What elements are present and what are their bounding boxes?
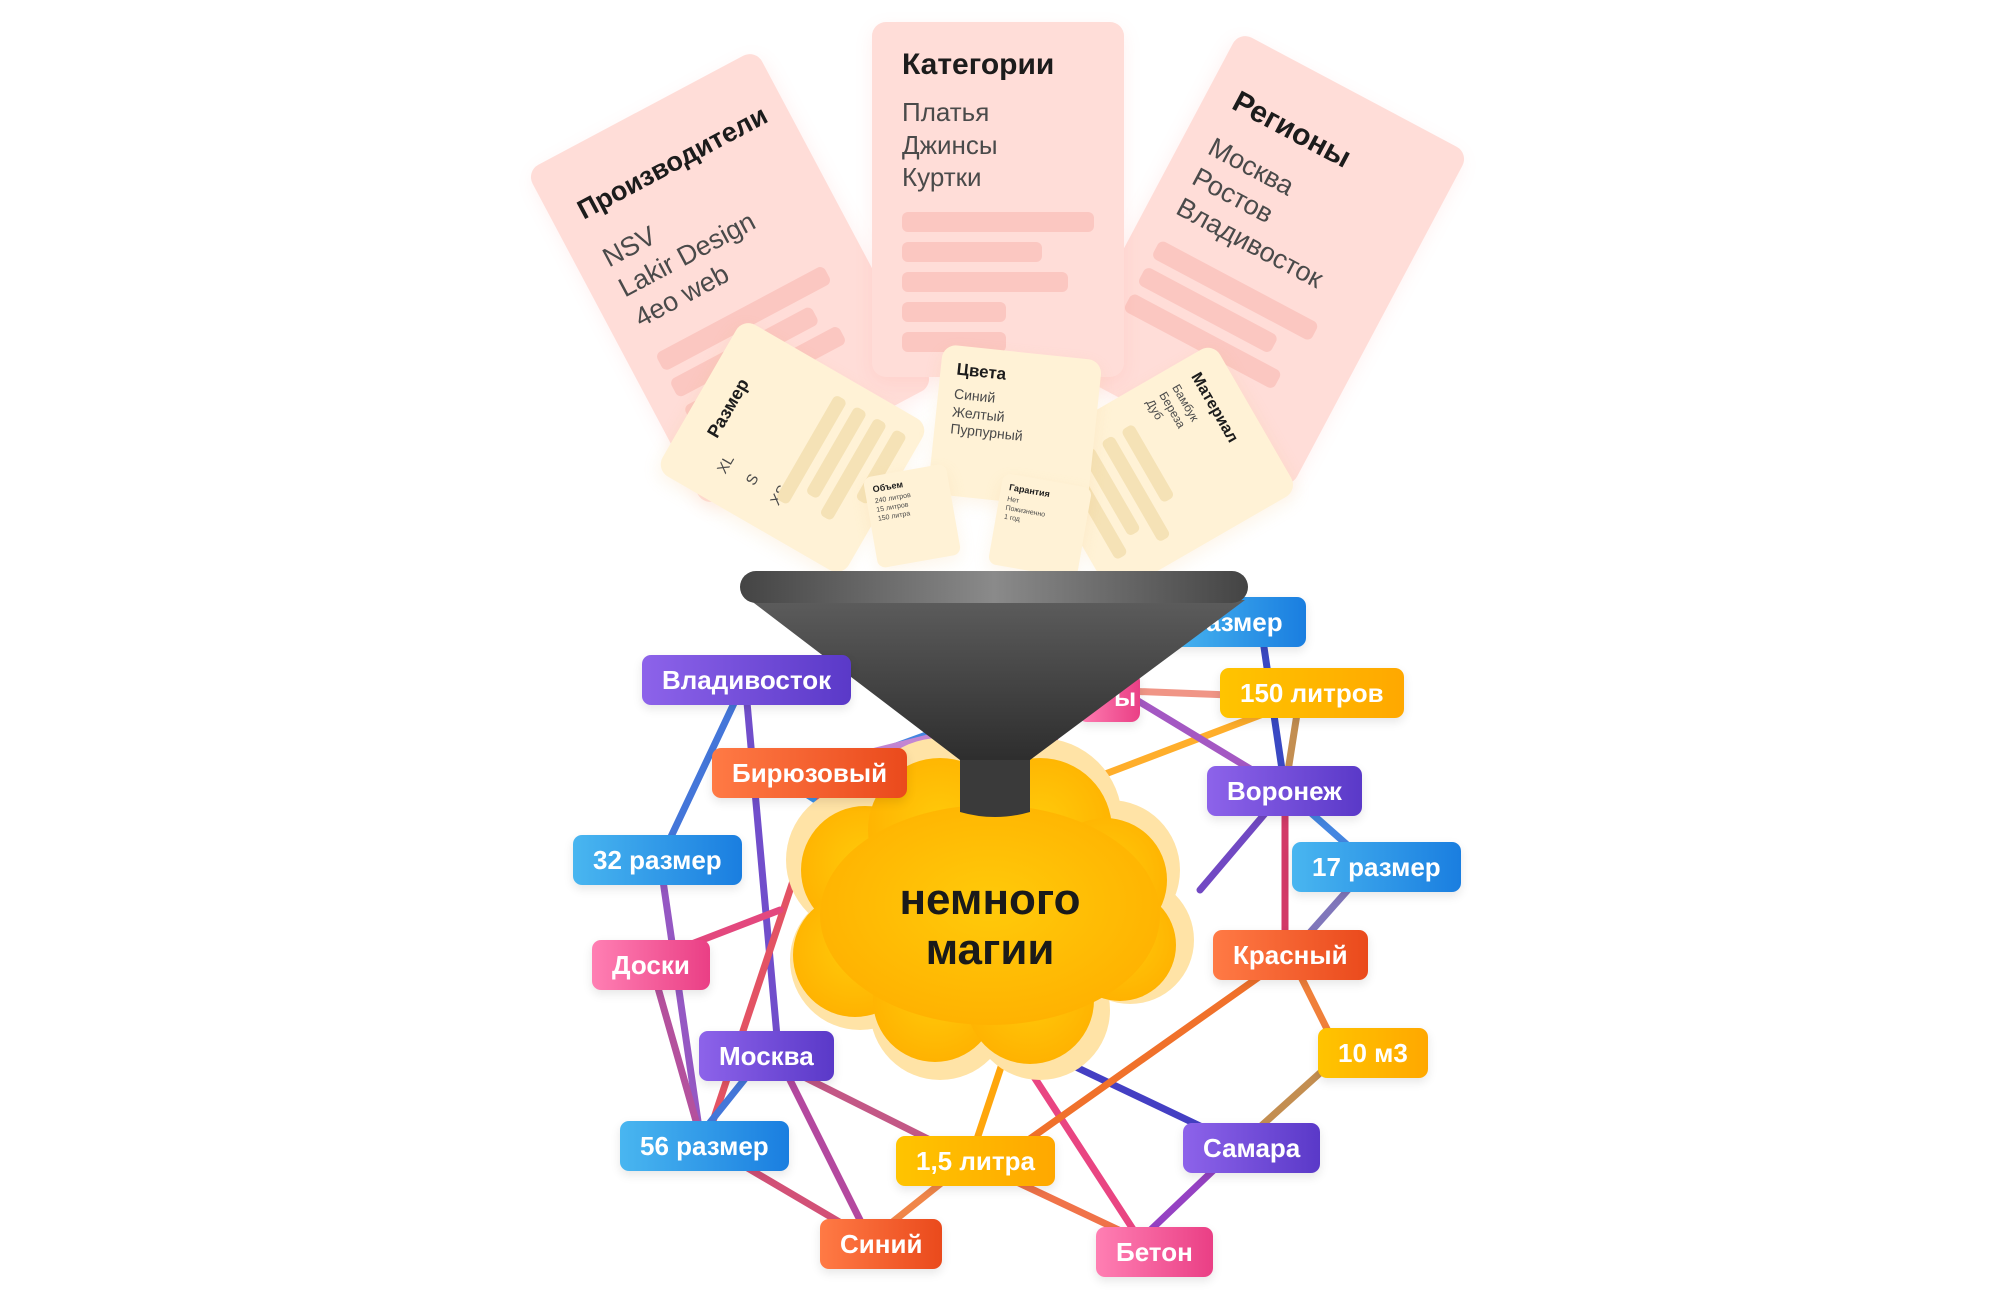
cloud-caption: немного магии bbox=[830, 875, 1150, 975]
tag-1-5-litres: 1,5 литра bbox=[896, 1136, 1055, 1186]
connection-line bbox=[741, 676, 784, 1074]
tag-beton: Бетон bbox=[1096, 1227, 1213, 1277]
tag-samara: Самара bbox=[1183, 1123, 1321, 1173]
tag-siniy: Синий bbox=[820, 1219, 943, 1269]
card-title: Категории bbox=[902, 48, 1055, 81]
card-item: Платья bbox=[902, 97, 990, 127]
categories-card: Категории Платья Джинсы Куртки bbox=[872, 22, 1124, 377]
tag-150-litres: 150 литров bbox=[1220, 668, 1404, 718]
tag-10-m3: 10 м3 bbox=[1318, 1028, 1428, 1078]
tag-vladivostok: Владивосток bbox=[642, 655, 852, 705]
connection-line bbox=[656, 856, 704, 1139]
tag-voronezh: Воронеж bbox=[1207, 766, 1362, 816]
connection-line bbox=[996, 951, 1294, 1164]
tag-moskva: Москва bbox=[699, 1031, 834, 1081]
connection-line bbox=[776, 1056, 874, 1244]
tag-size-56: 56 размер bbox=[620, 1121, 789, 1171]
card-item: Куртки bbox=[902, 162, 982, 192]
connection-line bbox=[656, 676, 749, 864]
cloud-line-2: магии bbox=[925, 925, 1055, 974]
tag-krasny: Красный bbox=[1213, 930, 1368, 980]
cloud-line-1: немного bbox=[899, 875, 1081, 924]
tag-biryuzovy: Бирюзовый bbox=[712, 748, 908, 798]
tag-doski: Доски bbox=[592, 940, 710, 990]
tag-size-17: 17 размер bbox=[1292, 842, 1461, 892]
tag-size-32: 32 размер bbox=[573, 835, 742, 885]
card-item: Джинсы bbox=[902, 129, 998, 160]
